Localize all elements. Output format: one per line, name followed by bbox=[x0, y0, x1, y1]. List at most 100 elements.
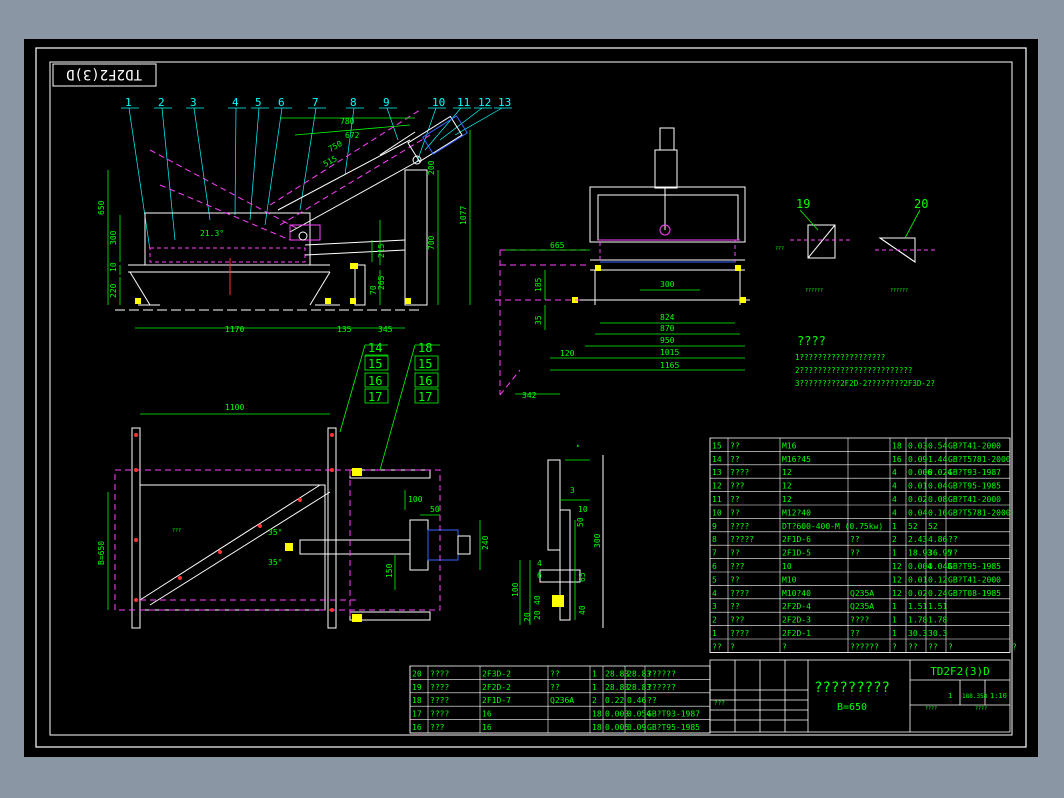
bom-cell: 2.43 bbox=[908, 535, 927, 544]
callout-leader bbox=[439, 107, 483, 141]
section-dim: 50 bbox=[576, 517, 585, 527]
bom-cell: 1 bbox=[892, 616, 897, 625]
title-spec: B=650 bbox=[837, 702, 867, 713]
bom-cell: 0.04 bbox=[928, 482, 947, 491]
bom-cell: ?? bbox=[730, 575, 740, 584]
bom-cell: GB?T41-2000 bbox=[948, 495, 1001, 504]
svg-text:14: 14 bbox=[368, 341, 382, 355]
bom-cell: ?? bbox=[928, 642, 938, 651]
svg-text:188.358: 188.358 bbox=[962, 693, 988, 700]
bom-cell: 0.09 bbox=[908, 455, 927, 464]
callout-leader bbox=[193, 107, 211, 221]
bom-cell: 12 bbox=[782, 495, 792, 504]
svg-text:135: 135 bbox=[337, 325, 352, 334]
svg-text:????: ???? bbox=[925, 706, 937, 712]
part-number: 13 bbox=[498, 96, 511, 109]
bom-cell: 1 bbox=[892, 629, 897, 638]
bom-cell: ?? bbox=[730, 495, 740, 504]
bom-cell: ???? bbox=[430, 696, 449, 705]
bom-cell: ? bbox=[730, 642, 735, 651]
bom-cell: 0.09 bbox=[627, 723, 646, 732]
section-dim: 40 bbox=[578, 605, 587, 615]
svg-text:220: 220 bbox=[109, 283, 118, 298]
bom-cell: DT?600-400-M (0.75kw) bbox=[782, 522, 883, 531]
bom-cell: ???? bbox=[730, 468, 749, 477]
svg-text:1170: 1170 bbox=[225, 325, 244, 334]
bom-cell: ?? bbox=[730, 455, 740, 464]
bom-cell: M16 bbox=[782, 441, 797, 450]
bom-cell: 0.02 bbox=[908, 589, 927, 598]
part-number: 7 bbox=[312, 96, 319, 109]
svg-text:???: ??? bbox=[172, 528, 181, 534]
bom-cell: ?? bbox=[948, 549, 958, 558]
bom-cell: GB?T41-2000 bbox=[948, 441, 1001, 450]
section-dim: 4 bbox=[537, 559, 542, 568]
svg-text:1:10: 1:10 bbox=[990, 692, 1007, 700]
bom-cell: 2F1D-6 bbox=[782, 535, 811, 544]
bom-cell: 0.46 bbox=[627, 696, 646, 705]
bom-cell: 11 bbox=[712, 495, 722, 504]
bom-cell: 4 bbox=[892, 482, 897, 491]
svg-text:780: 780 bbox=[340, 117, 355, 126]
svg-text:265: 265 bbox=[377, 275, 386, 290]
bom-cell: ???? bbox=[430, 669, 449, 678]
outer-border bbox=[35, 47, 1027, 748]
bom-cell: ??? bbox=[730, 482, 745, 491]
bom-cell: 12 bbox=[892, 575, 902, 584]
bom-cell: 20 bbox=[412, 669, 422, 678]
bom-cell: 6 bbox=[712, 562, 717, 571]
bom-cell: GB?T95-1985 bbox=[647, 723, 700, 732]
svg-text:2?????????????????????????: 2????????????????????????? bbox=[795, 366, 912, 375]
bom-cell: Q235A bbox=[850, 589, 874, 598]
bom-cell: ???? bbox=[730, 522, 749, 531]
part-number: 11 bbox=[457, 96, 470, 109]
svg-text:100: 100 bbox=[408, 495, 423, 504]
bom-cell: ?? bbox=[647, 696, 657, 705]
bom-cell: GB?T93-1987 bbox=[948, 468, 1001, 477]
bom-cell: ??? bbox=[430, 723, 445, 732]
bom-cell: M16?45 bbox=[782, 455, 811, 464]
svg-text:50: 50 bbox=[430, 505, 440, 514]
svg-text:185: 185 bbox=[534, 277, 543, 292]
bom-cell: 18.93 bbox=[908, 549, 932, 558]
bom-cell: 4 bbox=[892, 508, 897, 517]
bom-cell: ?? bbox=[712, 642, 722, 651]
bom-cell: ? bbox=[892, 642, 897, 651]
bom-cell: 0.12 bbox=[928, 575, 947, 584]
svg-text:824: 824 bbox=[660, 313, 675, 322]
bom-cell: M10?40 bbox=[782, 589, 811, 598]
bom-cell: 28.83 bbox=[627, 669, 651, 678]
svg-text:1???????????????????: 1??????????????????? bbox=[795, 353, 885, 362]
bom-cell: 1 bbox=[892, 602, 897, 611]
bom-cell: 12 bbox=[782, 468, 792, 477]
title-stamp-text: TD2F2(3)D bbox=[66, 66, 142, 82]
svg-text:240: 240 bbox=[481, 535, 490, 550]
bom-cell: 2F2D-1 bbox=[782, 629, 811, 638]
svg-text:1077: 1077 bbox=[459, 206, 468, 225]
bom-cell: 2F3D-2 bbox=[482, 669, 511, 678]
bom-cell: 2F2D-2 bbox=[482, 683, 511, 692]
bom-cell: 0.005 bbox=[605, 723, 629, 732]
bom-cell: GB?T41-2000 bbox=[948, 575, 1001, 584]
side-motor bbox=[422, 115, 468, 155]
svg-text:300: 300 bbox=[660, 280, 675, 289]
svg-text:120: 120 bbox=[560, 349, 575, 358]
svg-text:19: 19 bbox=[796, 197, 810, 211]
bom-cell: 28.83 bbox=[605, 683, 629, 692]
svg-text:▴: ▴ bbox=[576, 442, 580, 449]
bom-cell: 12 bbox=[782, 482, 792, 491]
bom-cell: 0.54 bbox=[928, 441, 947, 450]
bom-cell: 12 bbox=[892, 589, 902, 598]
bom-cell: 0.01 bbox=[908, 575, 927, 584]
bom-cell: 2F1D-5 bbox=[782, 549, 811, 558]
bom-cell: 30.3 bbox=[908, 629, 927, 638]
bom-cell: 15 bbox=[712, 441, 722, 450]
title-stamp: TD2F2(3)D bbox=[52, 63, 157, 87]
svg-text:1100: 1100 bbox=[225, 403, 244, 412]
svg-text:3?????????2F2D-2????????2F3D-2: 3?????????2F2D-2????????2F3D-2? bbox=[795, 379, 935, 388]
svg-text:950: 950 bbox=[660, 336, 675, 345]
title-block: TD2F2(3)D ????????? B=650 1 188.358 1:10… bbox=[709, 659, 1011, 733]
svg-text:????: ???? bbox=[975, 706, 987, 712]
callout-leader bbox=[386, 107, 399, 141]
